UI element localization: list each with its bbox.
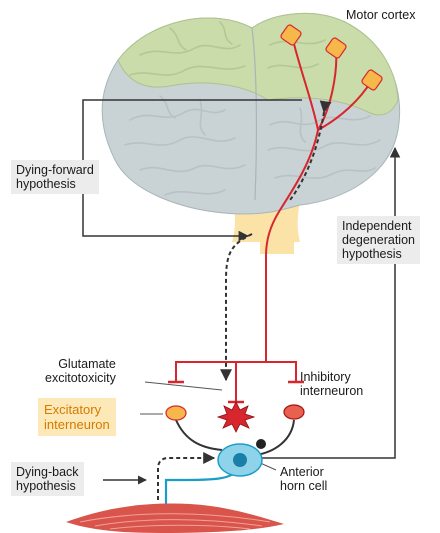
brain: [102, 13, 399, 214]
excitatory-interneuron-label: Excitatory interneuron: [38, 398, 116, 436]
excitatory-interneuron-body: [166, 406, 186, 420]
inhibitory-interneuron-body: [284, 405, 304, 419]
inhibitory-interneuron-label: Inhibitory interneuron: [300, 370, 363, 398]
muscle: [66, 504, 284, 533]
anterior-horn-cell: [158, 444, 262, 510]
excitotoxicity-burst: [218, 402, 254, 432]
inhibitory-synapse: [256, 439, 266, 449]
glutamate-excitotoxicity-label: Glutamate excitotoxicity: [45, 357, 116, 385]
dying-back-hypothesis-label: Dying-back hypothesis: [11, 462, 84, 496]
motor-cortex-label: Motor cortex: [346, 8, 415, 22]
anterior-horn-cell-label: Anterior horn cell: [280, 465, 327, 493]
independent-degeneration-hypothesis-label: Independent degeneration hypothesis: [337, 216, 420, 264]
dying-forward-hypothesis-label: Dying-forward hypothesis: [11, 160, 99, 194]
